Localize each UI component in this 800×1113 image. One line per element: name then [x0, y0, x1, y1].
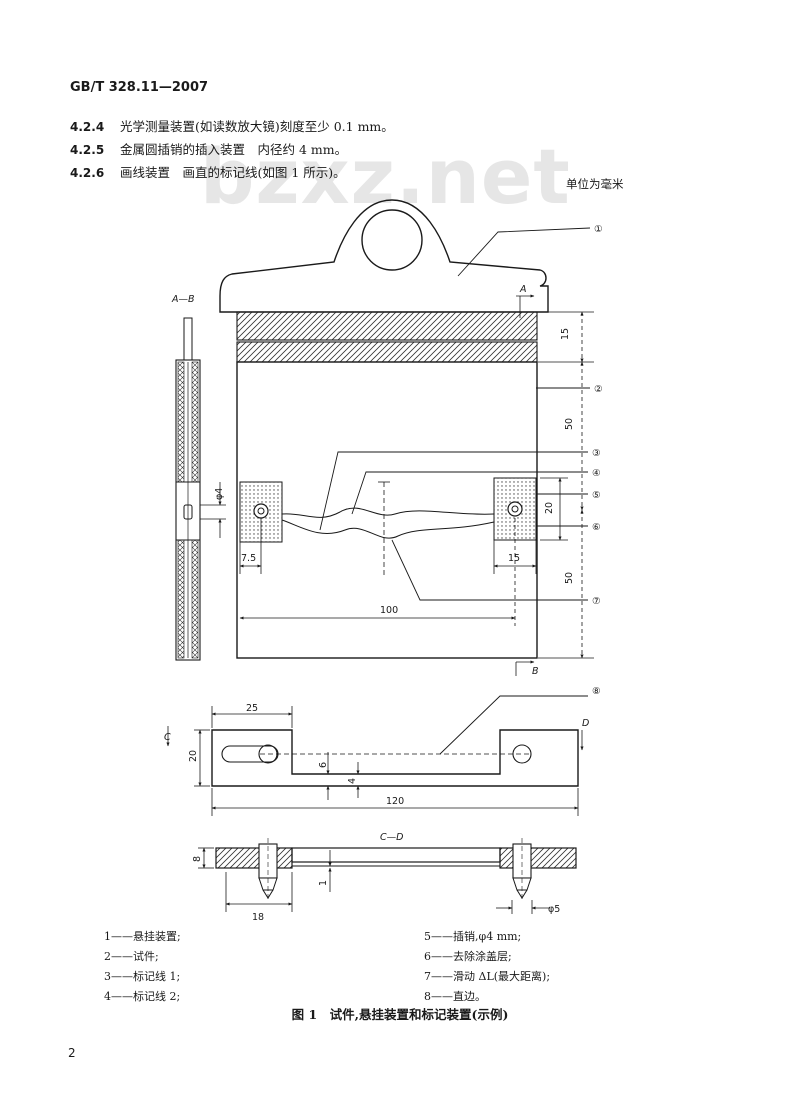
mark-line-2: [281, 507, 495, 518]
straight-edge-section-cd: [198, 838, 577, 914]
clause-text: 光学测量装置(如读数放大镜)刻度至少 0.1 mm。: [120, 119, 394, 134]
dim-100: 100: [380, 605, 398, 616]
dim-7-5: 7.5: [241, 553, 256, 564]
dim-20-right: 20: [544, 502, 555, 514]
callout-6: ⑥: [592, 522, 601, 533]
side-section-ab: [175, 317, 226, 661]
clamp-hatch-lower: [236, 341, 538, 363]
pin-hole-left: [253, 503, 269, 519]
watermark: bzxz.net: [200, 132, 571, 221]
dim-20-left: 20: [188, 750, 199, 762]
clause-number: 4.2.6: [70, 166, 105, 180]
standard-code: GB/T 328.11—2007: [70, 80, 209, 95]
clause-text: 画线装置 画直的标记线(如图 1 所示)。: [120, 165, 346, 180]
dim-120: 120: [386, 796, 404, 807]
clamp-hatch-upper: [236, 311, 538, 341]
dim-15-block: 15: [508, 553, 520, 564]
leader-lines: [319, 227, 591, 601]
section-mark-c: C: [164, 732, 171, 743]
clause-4-2-5: 4.2.5 金属圆插销的插入装置 内径约 4 mm。: [70, 139, 347, 158]
callout-2: ②: [594, 384, 603, 395]
page-number: 2: [68, 1046, 76, 1060]
specimen-dimensions: [239, 294, 594, 676]
section-mark-a: A: [519, 284, 527, 295]
dim-4: 4: [347, 778, 358, 784]
dim-6: 6: [318, 762, 329, 768]
pin-hole-right: [507, 501, 523, 517]
legend-item-5: 5——插销,φ4 mm;: [424, 930, 522, 943]
legend-item-3: 3——标记线 1;: [104, 970, 181, 983]
legend-item-1: 1——悬挂装置;: [104, 930, 181, 943]
clause-4-2-4: 4.2.4 光学测量装置(如读数放大镜)刻度至少 0.1 mm。: [70, 116, 394, 135]
dim-50-lower: 50: [564, 572, 575, 584]
dim-8: 8: [192, 856, 203, 862]
figure-caption: 图 1 试件,悬挂装置和标记装置(示例): [291, 1007, 509, 1022]
legend-item-8: 8——直边。: [424, 990, 486, 1003]
callout-7: ⑦: [592, 596, 601, 607]
callout-4: ④: [592, 468, 601, 479]
straight-edge-top-view: [166, 695, 588, 816]
clause-number: 4.2.4: [70, 120, 105, 134]
section-mark-d: D: [582, 718, 589, 729]
section-ab-label: A—B: [171, 294, 195, 305]
section-mark-b: B: [532, 666, 539, 677]
legend-item-6: 6——去除涂盖层;: [424, 950, 512, 963]
legend-item-4: 4——标记线 2;: [104, 990, 181, 1003]
dim-1: 1: [318, 880, 329, 886]
callout-1: ①: [594, 224, 603, 235]
specimen-outline: [236, 361, 538, 659]
clause-4-2-6: 4.2.6 画线装置 画直的标记线(如图 1 所示)。: [70, 162, 346, 181]
dim-25: 25: [246, 703, 258, 714]
clause-number: 4.2.5: [70, 143, 105, 157]
dim-50-upper: 50: [564, 418, 575, 430]
hanger-device: [219, 199, 549, 313]
legend-item-7: 7——滑动 ΔL(最大距离);: [424, 970, 551, 983]
legend-item-2: 2——试件;: [104, 950, 159, 963]
dim-18: 18: [252, 912, 264, 923]
mark-line-1: [281, 519, 495, 539]
clause-text: 金属圆插销的插入装置 内径约 4 mm。: [120, 142, 348, 157]
callout-8: ⑧: [592, 686, 601, 697]
section-cd-label: C—D: [380, 832, 403, 843]
dim-phi5: φ5: [548, 904, 560, 915]
dim-phi4: φ4: [214, 488, 225, 500]
callout-3: ③: [592, 448, 601, 459]
dim-15-top: 15: [560, 328, 571, 340]
callout-5: ⑤: [592, 490, 601, 501]
unit-note: 单位为毫米: [566, 177, 624, 191]
